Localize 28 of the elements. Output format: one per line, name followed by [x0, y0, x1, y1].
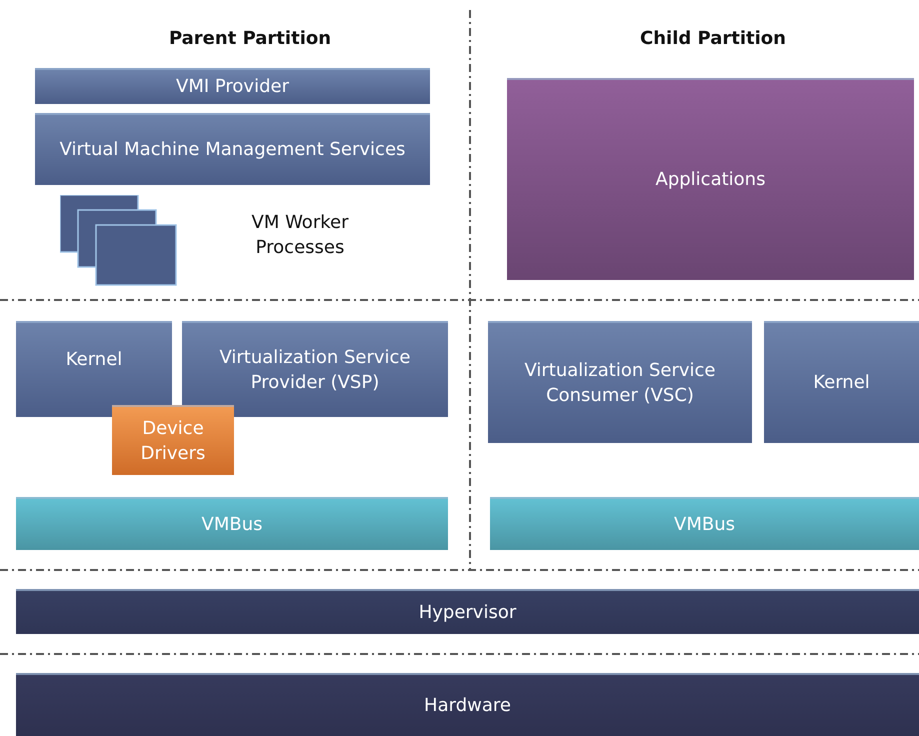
- box-label: Hardware: [424, 694, 511, 718]
- box-label: VMBus: [202, 512, 262, 537]
- box-label: Kernel: [66, 348, 122, 372]
- box-label: Virtualization Service Consumer (VSC): [523, 358, 717, 408]
- layer-box: [488, 321, 752, 443]
- layer-box: [507, 78, 914, 280]
- layer-box: [112, 405, 234, 475]
- layer-box: [16, 497, 448, 550]
- box-label: Virtual Machine Management Services: [60, 138, 406, 162]
- caption-text: VM Worker Processes: [250, 211, 350, 260]
- layer-box: [35, 113, 430, 185]
- layer-box: [16, 321, 172, 417]
- layer-box: [35, 68, 430, 104]
- box-label: Virtualization Service Provider (VSP): [218, 346, 412, 395]
- stacked-windows-icon: [60, 195, 178, 287]
- layer-box: [490, 497, 919, 550]
- box-label: Device Drivers: [140, 416, 206, 466]
- box-label: Applications: [656, 168, 766, 192]
- layer-box: [764, 321, 919, 443]
- box-label: Kernel: [813, 371, 870, 396]
- box-label: VMI Provider: [176, 75, 289, 100]
- layer-box: [182, 321, 448, 417]
- layer-box: [16, 589, 919, 634]
- partition-heading: Parent Partition: [168, 28, 332, 49]
- partition-heading: Child Partition: [639, 28, 787, 49]
- box-label: VMBus: [674, 512, 735, 537]
- layer-box: [16, 673, 919, 736]
- box-label: Hypervisor: [418, 600, 516, 625]
